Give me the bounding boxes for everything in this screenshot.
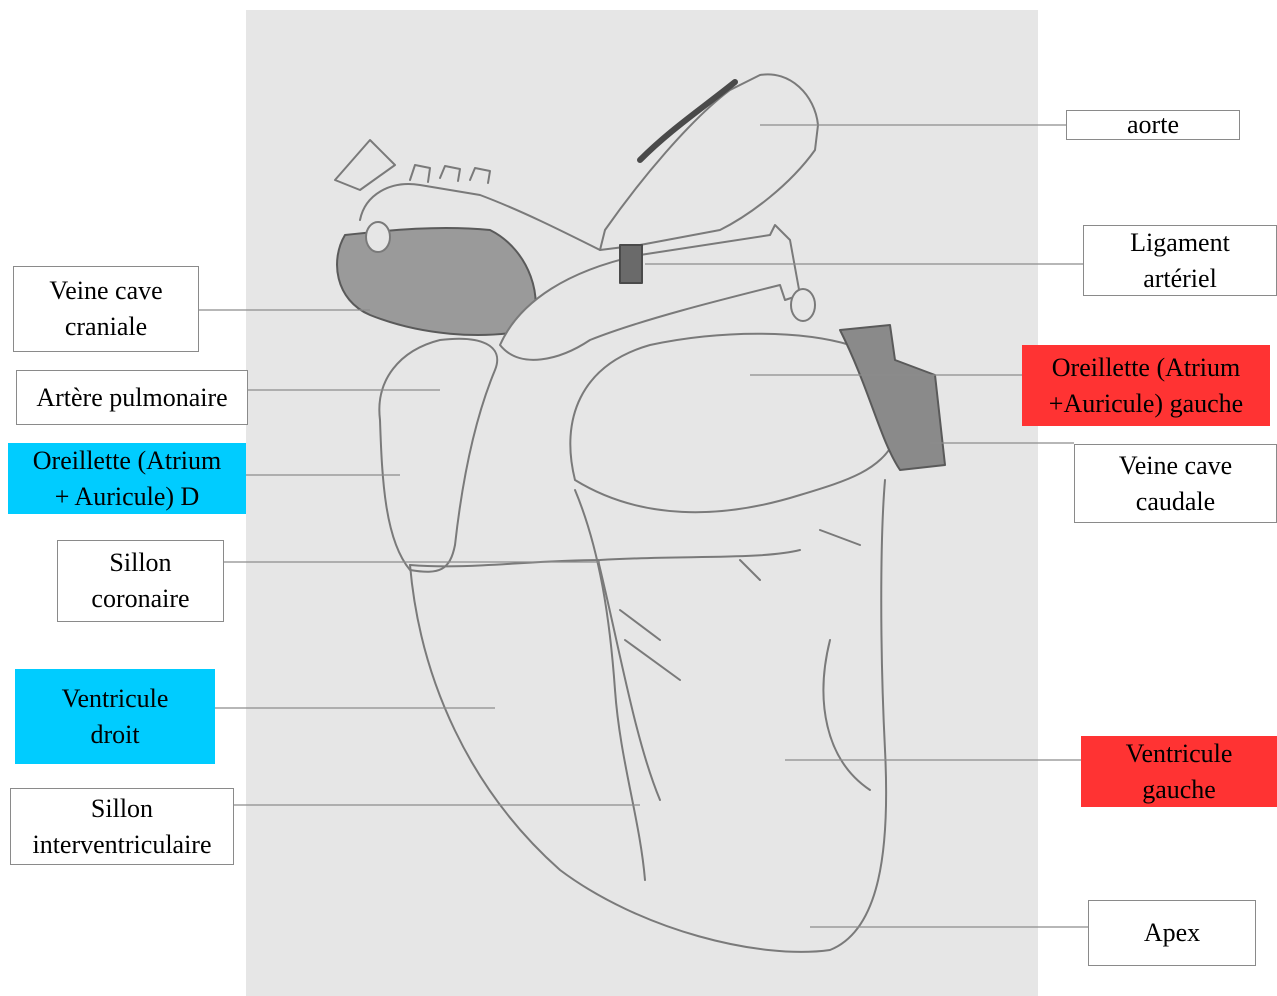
coronary-groove — [410, 550, 800, 566]
vessel-branch-2 — [823, 640, 870, 790]
label-ventricule-droit: Ventricule droit — [15, 669, 215, 764]
label-sillon-coronaire-text: Sillon coronaire — [91, 545, 189, 617]
label-oreillette-droite: Oreillette (Atrium + Auricule) D — [8, 443, 246, 514]
label-aorte: aorte — [1066, 110, 1240, 140]
right-atrium — [379, 339, 497, 572]
label-aorte-text: aorte — [1127, 107, 1179, 143]
vessel-opening-2 — [791, 289, 815, 321]
label-veine-cave-caudale-text: Veine cave caudale — [1119, 448, 1232, 520]
vessel-branch-1 — [620, 610, 680, 680]
ligament-band — [620, 245, 642, 283]
heart-sketch — [335, 74, 945, 952]
label-oreillette-gauche-text: Oreillette (Atrium +Auricule) gauche — [1049, 350, 1243, 422]
label-ventricule-gauche-text: Ventricule gauche — [1126, 736, 1233, 808]
label-veine-cave-craniale: Veine cave craniale — [13, 266, 199, 352]
label-sillon-coronaire: Sillon coronaire — [57, 540, 224, 622]
label-apex-text: Apex — [1144, 915, 1200, 951]
label-sillon-interventriculaire-text: Sillon interventriculaire — [32, 791, 211, 863]
label-oreillette-gauche: Oreillette (Atrium +Auricule) gauche — [1022, 345, 1270, 426]
label-artere-pulmonaire-text: Artère pulmonaire — [36, 380, 227, 416]
label-ventricule-droit-text: Ventricule droit — [62, 681, 169, 753]
interventricular-groove-2 — [598, 560, 660, 800]
label-veine-cave-caudale: Veine cave caudale — [1074, 444, 1277, 523]
label-ligament-arteriel: Ligament artériel — [1083, 225, 1277, 296]
branch-small-3 — [470, 168, 490, 183]
label-artere-pulmonaire: Artère pulmonaire — [16, 370, 248, 425]
branch-small-1 — [410, 165, 430, 182]
label-ligament-text: Ligament artériel — [1130, 225, 1230, 297]
vessel-opening-1 — [366, 222, 390, 252]
ventricles-outline — [410, 480, 886, 952]
label-sillon-interventriculaire: Sillon interventriculaire — [10, 788, 234, 865]
branch-small-2 — [440, 166, 460, 181]
label-apex: Apex — [1088, 900, 1256, 966]
left-atrium — [570, 334, 895, 512]
label-oreillette-droite-text: Oreillette (Atrium + Auricule) D — [33, 443, 221, 515]
interventricular-groove — [575, 490, 645, 880]
label-veine-cave-craniale-text: Veine cave craniale — [49, 273, 162, 345]
label-ventricule-gauche: Ventricule gauche — [1081, 736, 1277, 807]
branch-vessel — [335, 140, 395, 190]
